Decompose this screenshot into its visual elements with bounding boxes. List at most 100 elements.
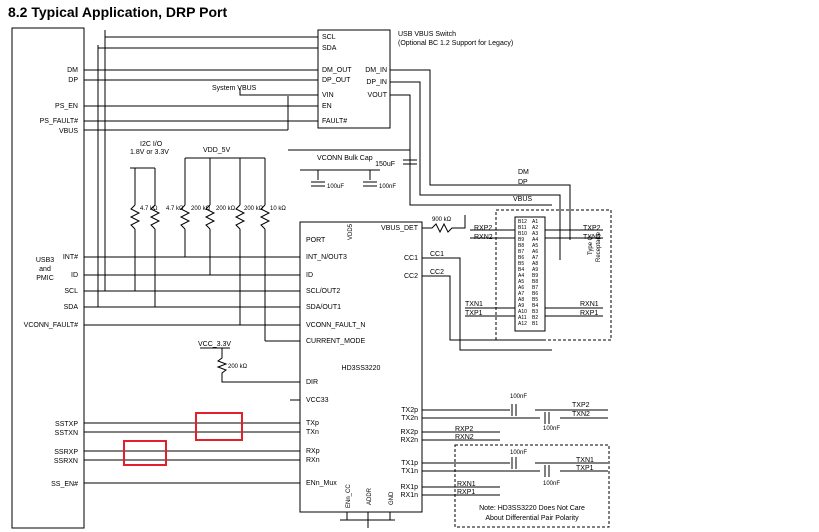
- net-label: RXN2: [455, 434, 474, 441]
- soc-block: [11, 27, 85, 529]
- chip-left-pin: ENn_Mux: [306, 480, 337, 487]
- connector-pin: A2: [532, 225, 538, 231]
- chip-bottom-pin: ENn_CC: [346, 484, 352, 508]
- soc-pin: DM: [67, 67, 78, 74]
- usb-switch-title: USB VBUS Switch: [398, 31, 456, 38]
- connector-dashed-outline: [495, 209, 612, 341]
- connector-pin: A11: [518, 315, 527, 321]
- connector-pin: A9: [518, 303, 524, 309]
- chip-left-pin: TXn: [306, 429, 319, 436]
- chip-left-pin: SCL/OUT2: [306, 288, 340, 295]
- chip-left-pin: CURRENT_MODE: [306, 338, 365, 345]
- connector-pin: B10: [518, 231, 527, 237]
- connector-pin: A1: [532, 219, 538, 225]
- usb-switch-pin: DM_OUT: [322, 67, 352, 74]
- chip-left-pin: RXn: [306, 457, 320, 464]
- connector-pin: A4: [518, 273, 524, 279]
- soc-label: and: [39, 266, 51, 273]
- soc-pin: VBUS: [59, 128, 78, 135]
- dp-line-label: DP: [518, 179, 528, 186]
- chip-left-pin: DIR: [306, 379, 318, 386]
- resistor-value: 10 kΩ: [270, 206, 286, 212]
- net-label: RXP2: [474, 225, 492, 232]
- chip-right-pin: TX1p: [401, 460, 418, 467]
- connector-pin: A9: [532, 267, 538, 273]
- chip-block: [299, 221, 423, 513]
- connector-pin: B1: [532, 321, 538, 327]
- connector-right-pins: A1 A2 A3 A4 A5 A6 A7 A8 A9 B9 B8 B7 B6 B…: [532, 219, 538, 327]
- receptacle-label: Type C: [588, 235, 594, 255]
- net-label: RXP1: [457, 489, 475, 496]
- soc-pin: SSRXN: [54, 458, 78, 465]
- system-vbus-label: System VBUS: [212, 85, 257, 92]
- chip-left-pin: VCONN_FAULT_N: [306, 322, 365, 329]
- soc-pin: INT#: [63, 254, 78, 261]
- connector-body: [514, 216, 546, 332]
- chip-right-pin: TX2n: [401, 415, 418, 422]
- net-label: RXN2: [474, 234, 493, 241]
- chip-vbus-det-pin: VBUS_DET: [381, 225, 419, 232]
- connector-pin: B4: [532, 303, 538, 309]
- vconn-bulk-cap-label: VCONN Bulk Cap: [317, 155, 373, 162]
- net-label: CC2: [430, 269, 444, 276]
- cap-label: 100nF: [510, 450, 527, 456]
- chip-right-pin: RX1n: [400, 492, 418, 499]
- soc-pin: SDA: [64, 304, 79, 311]
- chip-right-pin: RX2n: [400, 437, 418, 444]
- net-label: CC1: [430, 251, 444, 258]
- connector-pin: A8: [532, 261, 538, 267]
- connector-pin: B8: [518, 243, 524, 249]
- section-title: 8.2 Typical Application, DRP Port: [8, 4, 228, 20]
- chip-left-pin: RXp: [306, 448, 320, 455]
- usb-switch-block: [317, 29, 391, 129]
- connector-pin: A6: [532, 249, 538, 255]
- cap-100uf-label: 100uF: [327, 184, 344, 190]
- note-line: Note: HD3SS3220 Does Not Care: [479, 505, 585, 512]
- connector-pin: A7: [532, 255, 538, 261]
- net-label: TXP1: [465, 310, 483, 317]
- soc-label: PMIC: [36, 275, 54, 282]
- net-label: RXN1: [580, 301, 599, 308]
- i2c-io-label: I2C I/O: [140, 141, 163, 148]
- chip-right-pin: RX2p: [400, 429, 418, 436]
- connector-left-pins: B12 B11 B10 B9 B8 B7 B6 B5 B4 A4 A5 A6 A…: [518, 219, 527, 327]
- resistor-value: 200 kΩ: [191, 206, 211, 212]
- cap-label: 100nF: [543, 426, 560, 432]
- resistor-value: 4.7 kΩ: [166, 206, 184, 212]
- chip-bottom-pin: ADDR: [367, 487, 373, 505]
- usb-switch-pin: EN: [322, 103, 332, 110]
- highlight-rx-box: [123, 440, 167, 466]
- vcc-3v3-label: VCC_3.3V: [198, 341, 231, 348]
- net-label: TXP1: [576, 465, 594, 472]
- usb-switch-pin: VOUT: [368, 92, 388, 99]
- soc-pin: PS_EN: [55, 103, 78, 110]
- net-label: RXP2: [455, 426, 473, 433]
- connector-pin: A3: [532, 231, 538, 237]
- soc-pin: VCONN_FAULT#: [24, 322, 78, 329]
- usb-switch-pin: SCL: [322, 34, 336, 41]
- net-label: TXN2: [572, 411, 590, 418]
- cap-100nf-label: 100nF: [379, 184, 396, 190]
- vbus-det-resistor-label: 900 kΩ: [432, 217, 452, 223]
- cap-150uf-label: 150uF: [375, 161, 395, 168]
- chip-left-pin: TXp: [306, 420, 319, 427]
- connector-pin: B5: [532, 297, 538, 303]
- highlight-tx-box: [195, 412, 243, 441]
- soc-pin: SSTXP: [55, 421, 78, 428]
- connector-pin: B3: [532, 309, 538, 315]
- connector-pin: B7: [518, 249, 524, 255]
- cap-label: 100nF: [543, 481, 560, 487]
- chip-right-pin: CC1: [404, 255, 418, 262]
- connector-pin: B4: [518, 267, 524, 273]
- chip-bottom-pin: GND: [389, 491, 395, 505]
- dir-resistor-label: 200 kΩ: [228, 364, 248, 370]
- resistor-value: 200 kΩ: [244, 206, 264, 212]
- connector-pin: B7: [532, 285, 538, 291]
- cap-label: 100nF: [510, 394, 527, 400]
- connector-pin: A4: [532, 237, 538, 243]
- chip-right-pin: CC2: [404, 273, 418, 280]
- usb-switch-pin: SDA: [322, 45, 337, 52]
- chip-left-pin: VCC33: [306, 397, 329, 404]
- soc-pin: ID: [71, 272, 78, 279]
- chip-left-pin: INT_N/OUT3: [306, 254, 347, 261]
